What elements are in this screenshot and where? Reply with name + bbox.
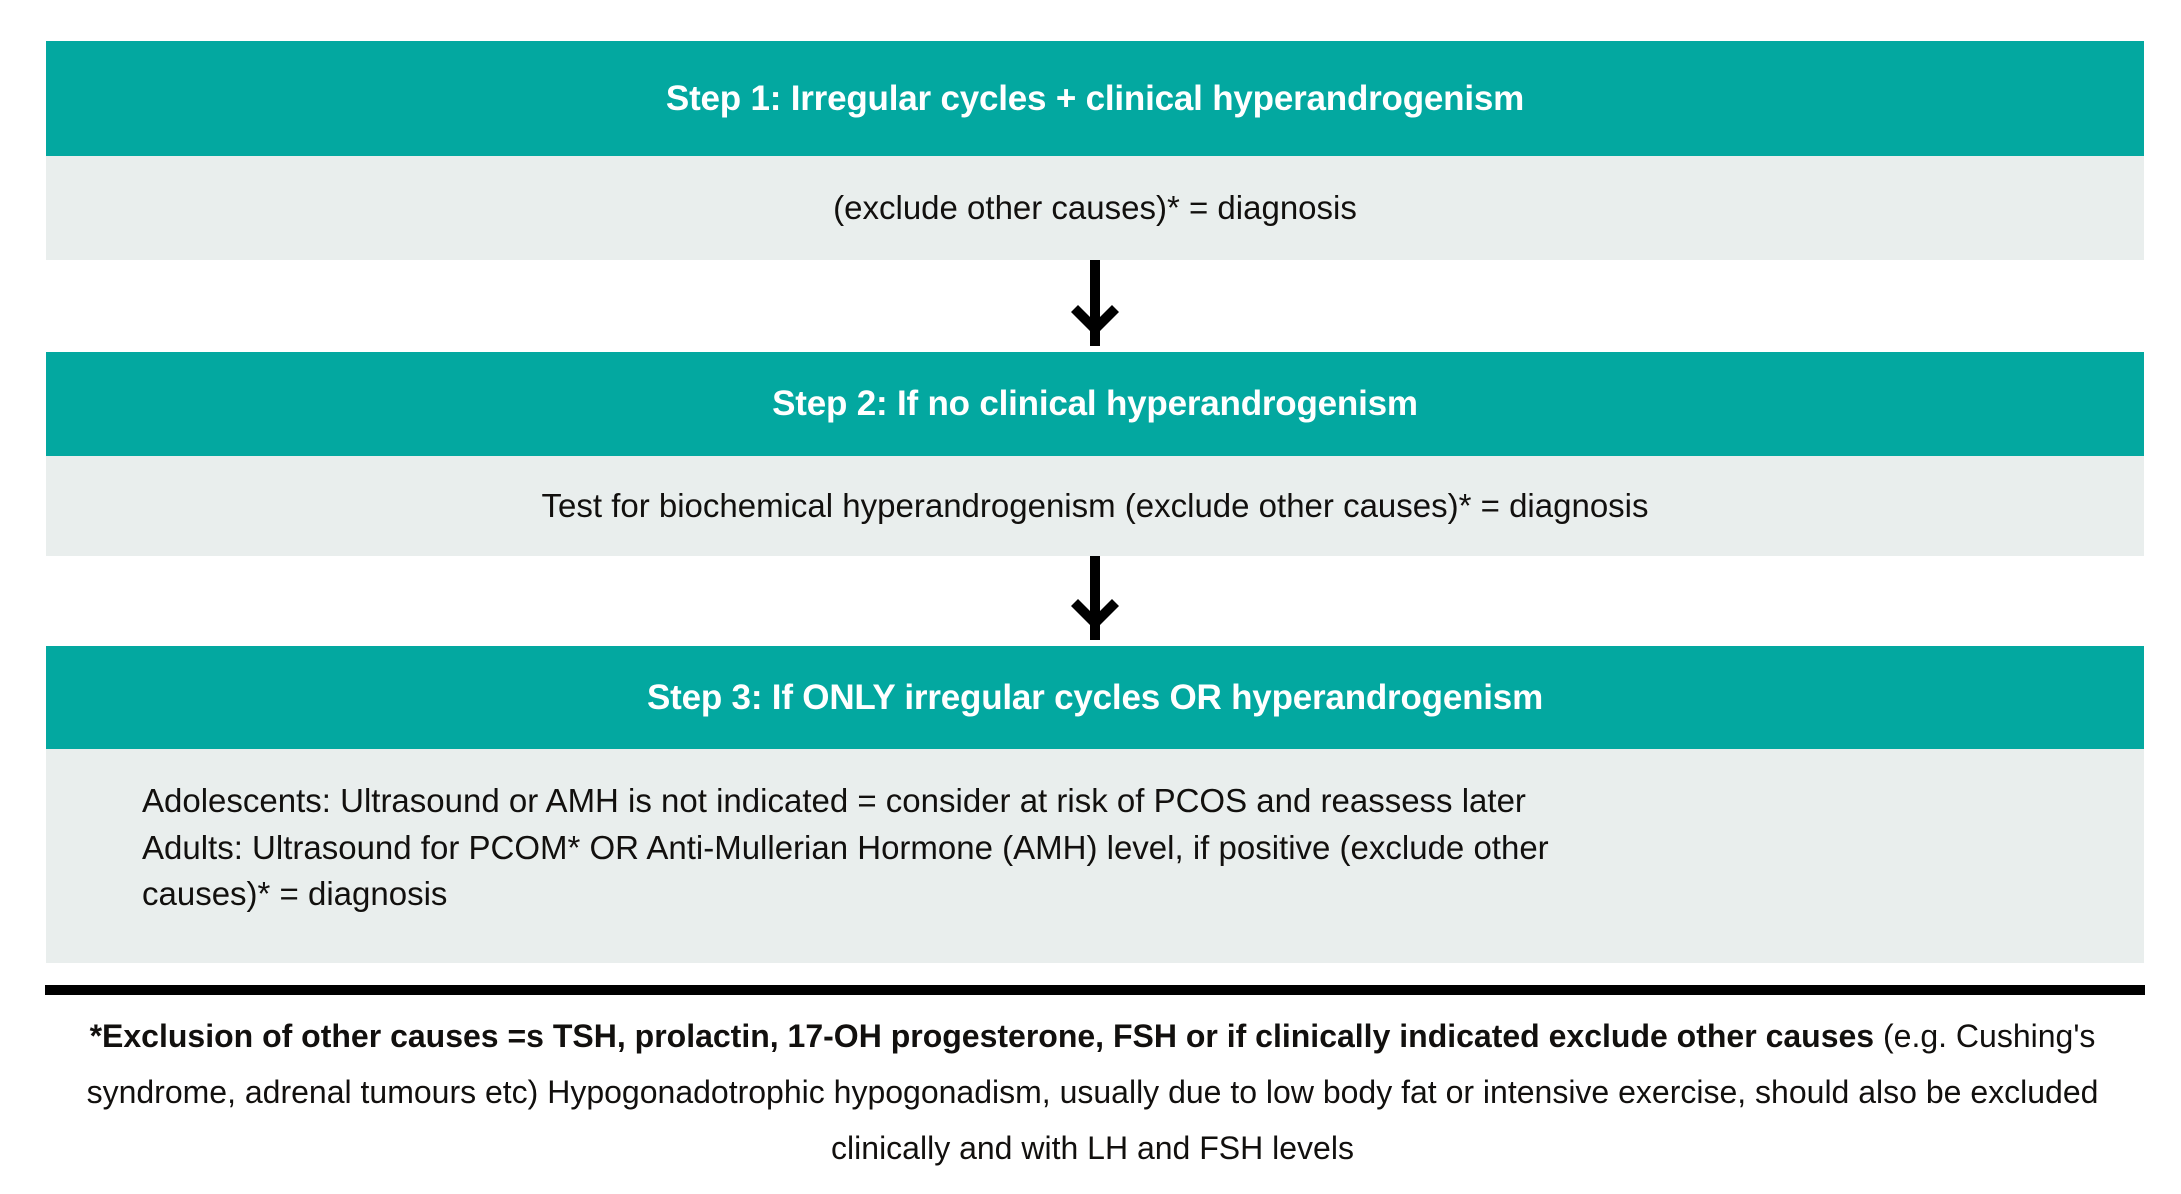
step-1-body: (exclude other causes)* = diagnosis: [46, 156, 2144, 260]
down-arrow-icon: [1071, 260, 1119, 346]
step-block-3: Step 3: If ONLY irregular cycles OR hype…: [46, 646, 2144, 963]
step-block-2: Step 2: If no clinical hyperandrogenism …: [46, 352, 2144, 556]
step-3-body: Adolescents: Ultrasound or AMH is not in…: [46, 749, 2144, 963]
step-3-line-2: Adults: Ultrasound for PCOM* OR Anti-Mul…: [142, 828, 1549, 866]
section-divider: [45, 985, 2145, 995]
connector-2: [46, 556, 2144, 646]
step-block-1: Step 1: Irregular cycles + clinical hype…: [46, 41, 2144, 260]
step-3-line-1: Adolescents: Ultrasound or AMH is not in…: [142, 782, 1526, 819]
flow-container: Step 1: Irregular cycles + clinical hype…: [46, 41, 2144, 963]
footnote-bold-lead: *Exclusion of other causes =s TSH, prola…: [89, 1018, 1875, 1054]
step-3-line-3: causes)* = diagnosis: [142, 875, 448, 913]
connector-1: [46, 260, 2144, 352]
step-3-header: Step 3: If ONLY irregular cycles OR hype…: [46, 646, 2144, 749]
step-2-header: Step 2: If no clinical hyperandrogenism: [46, 352, 2144, 456]
footnote: *Exclusion of other causes =s TSH, prola…: [70, 1008, 2115, 1176]
down-arrow-icon: [1071, 556, 1119, 640]
footnote-regular-tail: (e.g. Cushing's syndrome, adrenal tumour…: [86, 1018, 2099, 1166]
step-2-body: Test for biochemical hyperandrogenism (e…: [46, 456, 2144, 556]
step-1-header: Step 1: Irregular cycles + clinical hype…: [46, 41, 2144, 156]
